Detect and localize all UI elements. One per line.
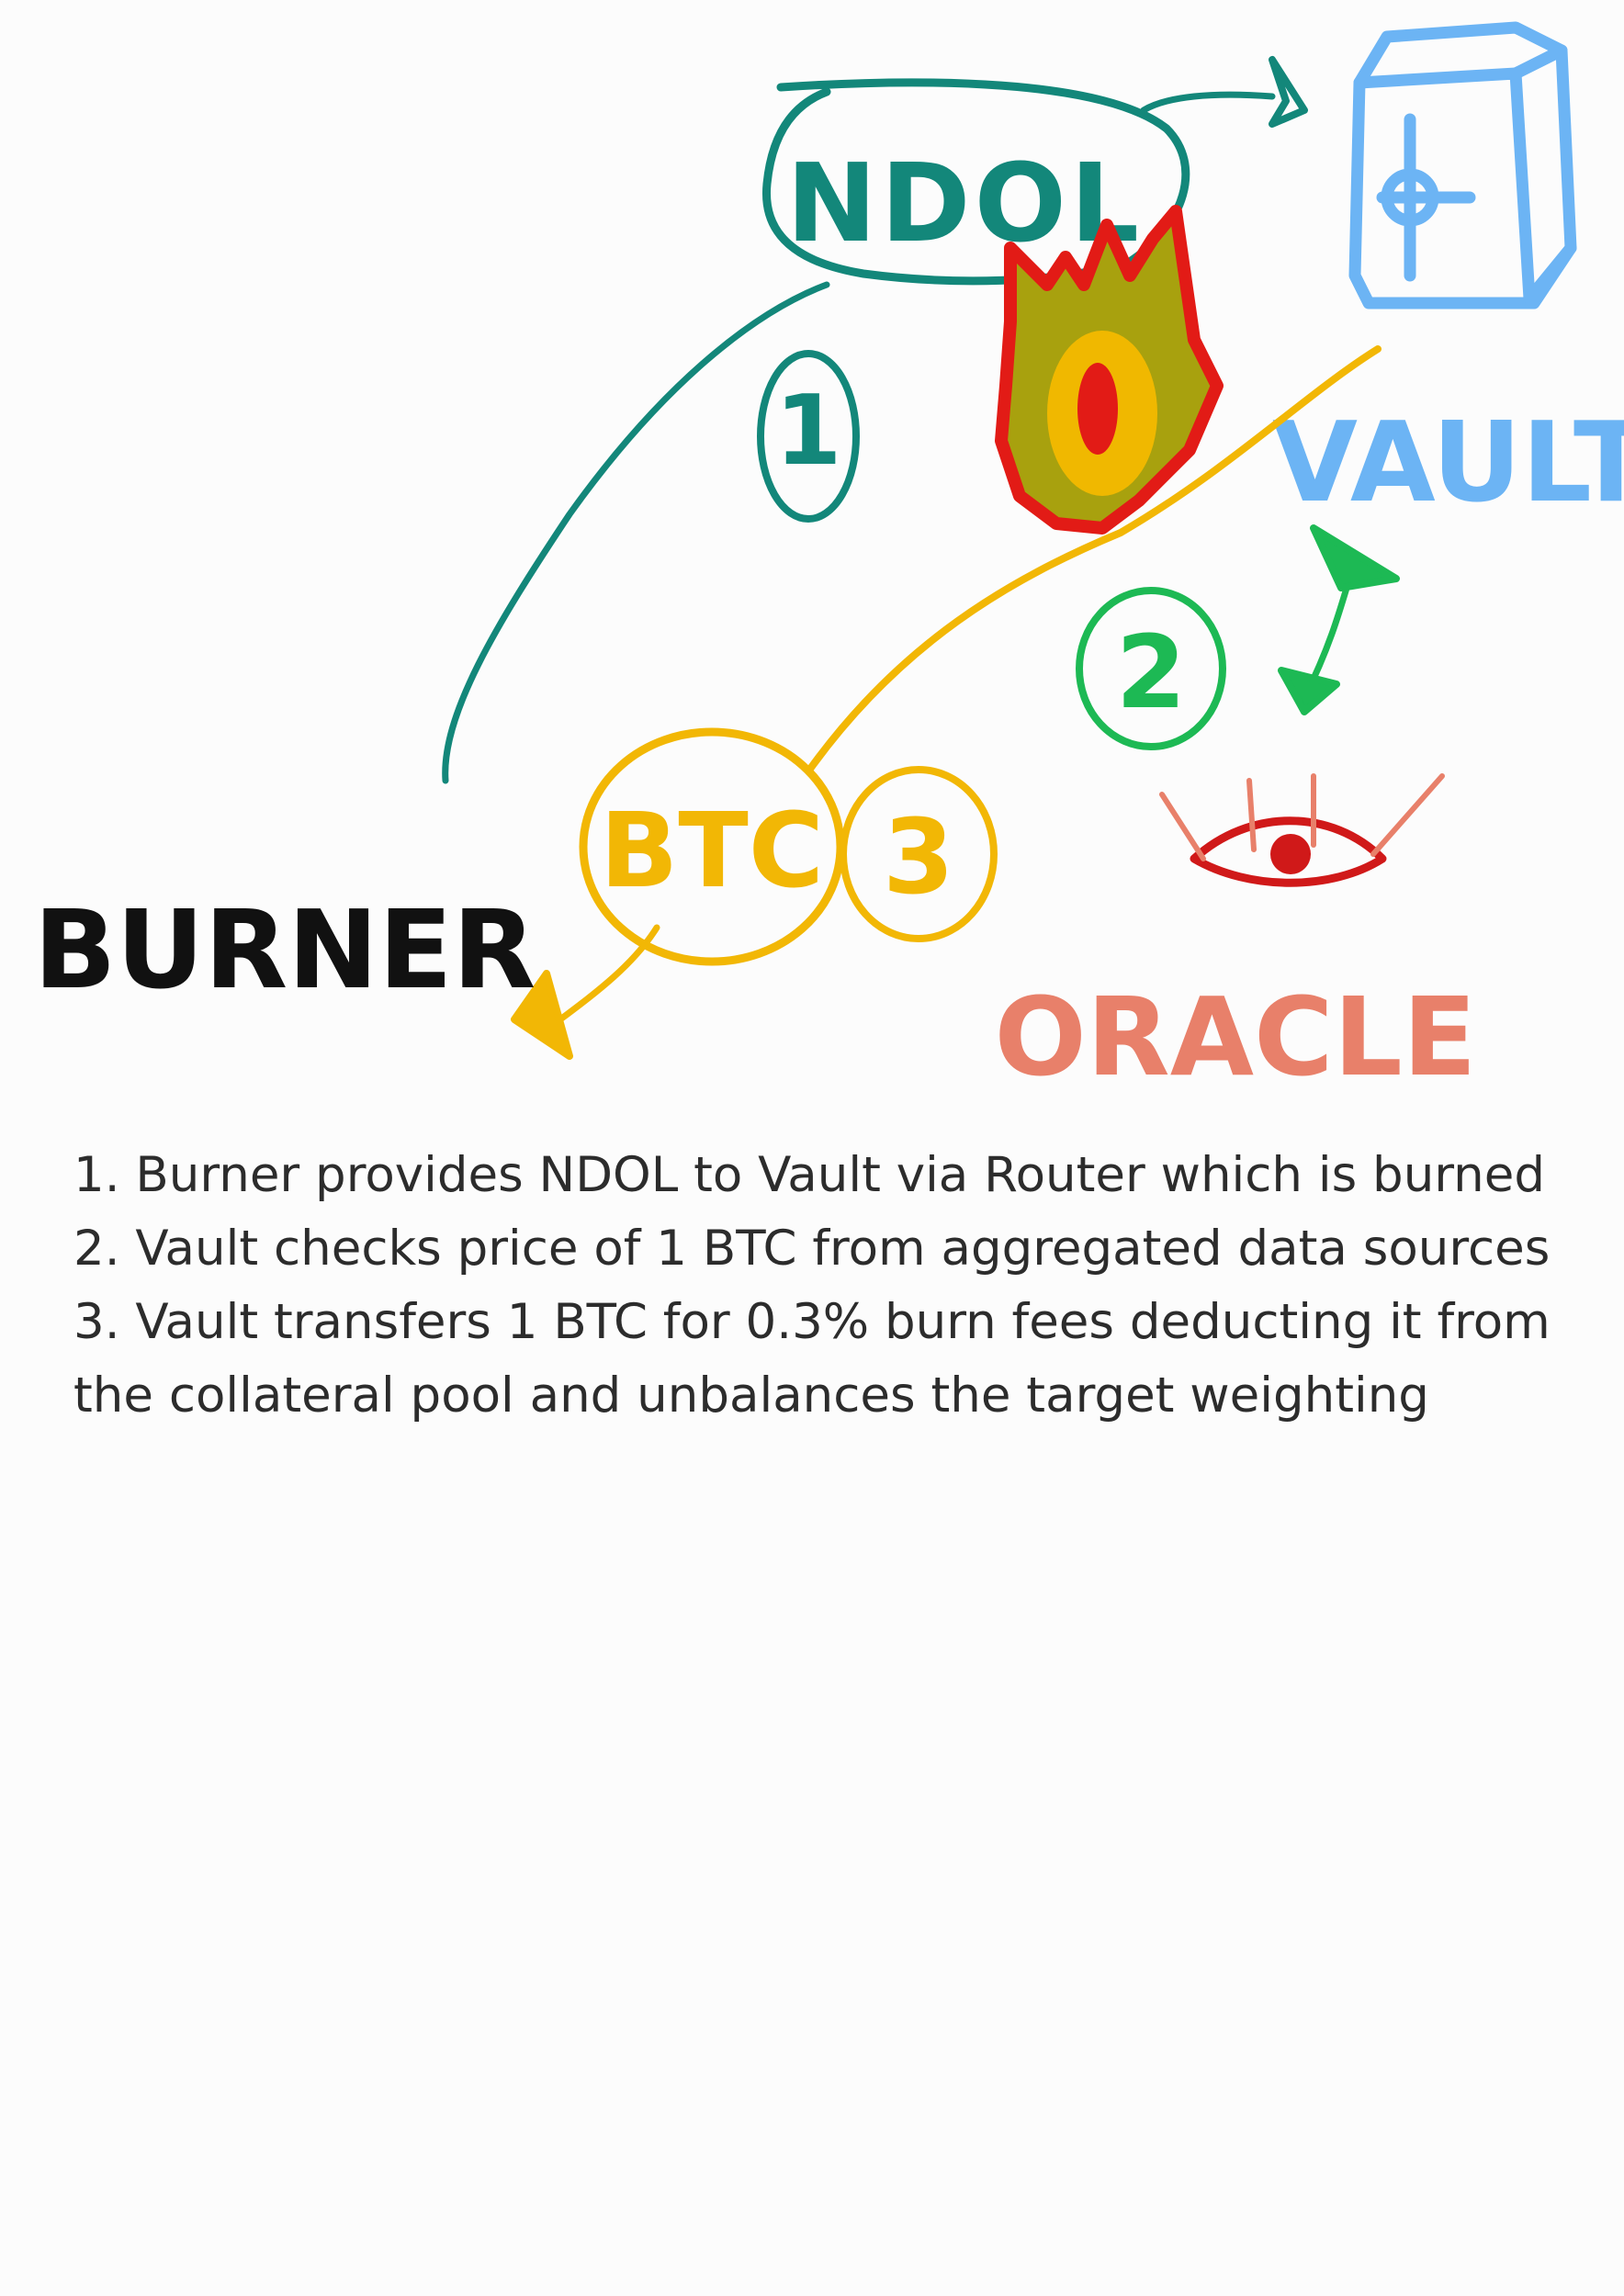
fire-icon <box>995 205 1224 535</box>
ndol-label: NDOL <box>786 140 1143 266</box>
btc-node: BTC <box>579 727 845 966</box>
oracle-eye-icon <box>1159 773 1445 887</box>
arrow-ndol-to-vault <box>1140 56 1308 128</box>
vault-label: VAULT <box>1272 400 1624 527</box>
burner-label: BURNER <box>34 886 536 1013</box>
step-2-marker: 2 <box>1076 587 1226 750</box>
flow-diagram: NDOL VAULT 1 <box>34 21 1624 1100</box>
vault-safe-icon <box>1348 21 1577 310</box>
steps-list: 1. Burner provides NDOL to Vault via Rou… <box>73 1139 1580 1433</box>
arrow-ndol-to-vault-head <box>1269 56 1308 128</box>
step-3-text: 3. Vault transfers 1 BTC for 0.3% burn f… <box>73 1294 1551 1424</box>
step-1-marker: 1 <box>757 350 860 523</box>
oracle-label: ORACLE <box>995 974 1477 1100</box>
arrow-ndol-to-vault-line <box>1140 91 1276 114</box>
step-2-circle <box>1076 587 1226 750</box>
step-3-marker: 3 <box>840 766 998 942</box>
step-2-label: 2 <box>1116 613 1187 731</box>
step-1-text: 1. Burner provides NDOL to Vault via Rou… <box>73 1147 1545 1203</box>
step-1-label: 1 <box>774 375 841 487</box>
arrow-vault-oracle <box>1278 524 1400 715</box>
step-3-circle <box>840 766 998 942</box>
arrow-btc-to-burner <box>511 924 660 1060</box>
arrow-ndol-to-burner <box>442 281 830 784</box>
step-3-label: 3 <box>883 798 954 917</box>
line-vault-to-btc <box>805 345 1382 775</box>
btc-label: BTC <box>600 792 824 911</box>
step-2-text: 2. Vault checks price of 1 BTC from aggr… <box>73 1221 1551 1277</box>
step-1-circle <box>757 350 860 523</box>
